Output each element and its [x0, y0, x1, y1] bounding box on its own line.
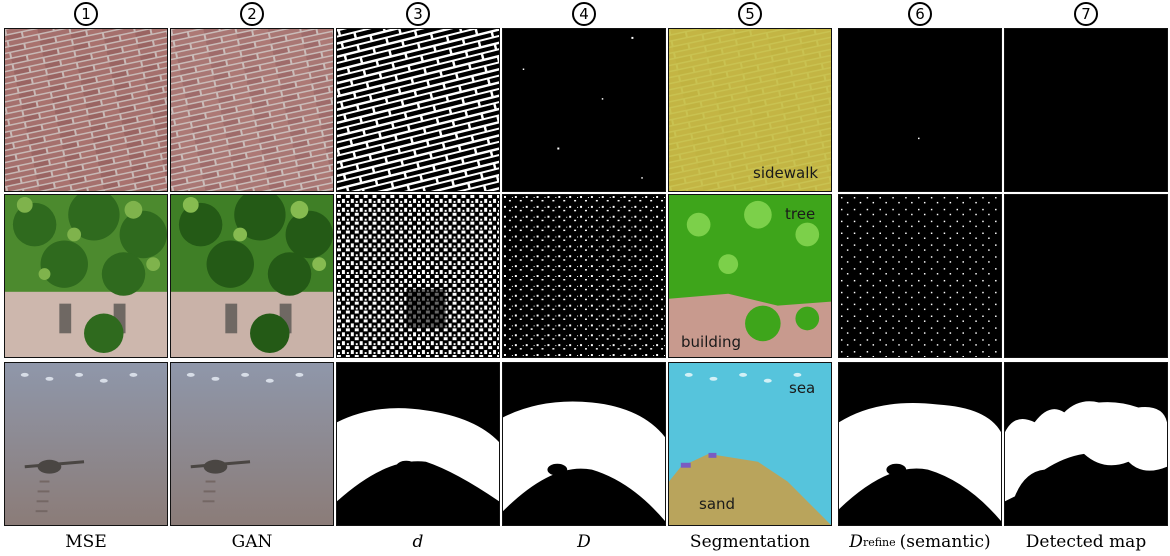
- column-number-1: 1: [74, 2, 98, 26]
- column-header-3: 3: [336, 0, 500, 28]
- row2-D-map: [502, 194, 666, 358]
- label-refine-sub: refine: [862, 535, 896, 549]
- column-label-D: D: [502, 528, 666, 556]
- seg-label-sidewalk: sidewalk: [753, 164, 819, 182]
- column-number-3: 3: [406, 2, 430, 26]
- label-refine-suffix: (semantic): [899, 532, 991, 552]
- row2-segmentation: tree building: [668, 194, 832, 358]
- row3-D-map: [502, 362, 666, 526]
- row3-d-map: [336, 362, 500, 526]
- column-header-4: 4: [502, 0, 666, 28]
- row1-d-map: [336, 28, 500, 192]
- row2-d-map: [336, 194, 500, 358]
- seg-label-sea: sea: [789, 379, 816, 397]
- column-label-detected: Detected map: [1025, 532, 1147, 552]
- row2-mse-image: [4, 194, 168, 358]
- column-number-6: 6: [908, 2, 932, 26]
- column-header-5: 5: [668, 0, 832, 28]
- column-number-5: 5: [738, 2, 762, 26]
- row3-gan-image: [170, 362, 334, 526]
- column-number-4: 4: [572, 2, 596, 26]
- seg-label-tree: tree: [785, 205, 816, 223]
- column-header-1: 1: [4, 0, 168, 28]
- row1-refine-map: [838, 28, 1002, 192]
- row1-detected-map: [1004, 28, 1168, 192]
- column-label-d: d: [336, 528, 500, 556]
- row3-detected-map: [1004, 362, 1168, 526]
- seg-label-building: building: [681, 333, 742, 351]
- column-label-mse: MSE: [65, 532, 107, 552]
- row3-refine-map: [838, 362, 1002, 526]
- column-number-7: 7: [1074, 2, 1098, 26]
- row1-gan-image: [170, 28, 334, 192]
- column-label-segmentation: Segmentation: [689, 532, 811, 552]
- row3-segmentation: sea sand: [668, 362, 832, 526]
- column-header-2: 2: [170, 0, 334, 28]
- column-label-gan: GAN: [231, 532, 273, 552]
- column-header-6: 6: [838, 0, 1002, 28]
- row1-mse-image: [4, 28, 168, 192]
- column-header-7: 7: [1004, 0, 1168, 28]
- row1-D-map: [502, 28, 666, 192]
- label-D-italic: D: [577, 532, 591, 552]
- seg-label-sand: sand: [699, 495, 736, 513]
- label-refine-main: D: [849, 532, 863, 552]
- row1-segmentation: sidewalk: [668, 28, 832, 192]
- row3-mse-image: [4, 362, 168, 526]
- label-d-italic: d: [412, 532, 424, 552]
- row2-gan-image: [170, 194, 334, 358]
- row2-detected-map: [1004, 194, 1168, 358]
- row2-refine-map: [838, 194, 1002, 358]
- column-number-2: 2: [240, 2, 264, 26]
